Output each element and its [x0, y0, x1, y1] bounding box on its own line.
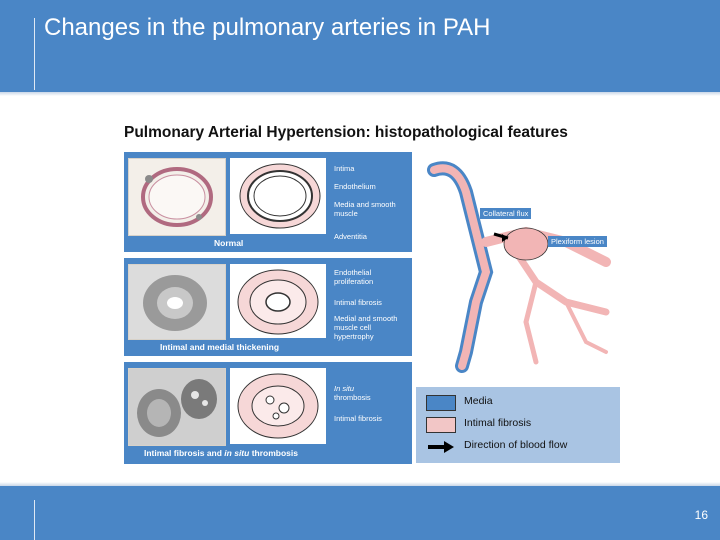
- label-collateral-flux: Collateral flux: [480, 208, 532, 219]
- legend-label-blood-flow: Direction of blood flow: [464, 439, 568, 451]
- thickening-photo: [128, 264, 226, 340]
- arrow-icon: [428, 441, 454, 453]
- footer-divider: [34, 500, 35, 540]
- annotation-intimal-fibrosis-2: Intimal fibrosis: [334, 414, 382, 423]
- slide-header: [0, 0, 720, 92]
- slide-footer: [0, 486, 720, 540]
- panel-label-thrombosis: Intimal fibrosis and in situ thrombosis: [144, 448, 298, 458]
- page-number: 16: [694, 508, 708, 522]
- legend-item-media: Media: [426, 393, 620, 411]
- annotation-intima: Intima: [334, 164, 355, 173]
- annotation-medial-hypertrophy: Medial and smooth muscle cell hypertroph…: [334, 314, 398, 341]
- panel-label-thickening: Intimal and medial thickening: [160, 342, 280, 352]
- figure-title: Pulmonary Arterial Hypertension: histopa…: [124, 124, 568, 141]
- normal-sketch: [230, 158, 326, 234]
- footer-shadow: [0, 482, 720, 486]
- legend-swatch-media: [426, 395, 456, 411]
- thrombosis-photo: [128, 368, 226, 446]
- annotation-endothelial-proliferation: Endothelial proliferation: [334, 268, 374, 286]
- thrombosis-sketch: [230, 368, 326, 444]
- panel-normal: Normal Intima Endothelium Media and smoo…: [124, 152, 412, 252]
- header-divider: [34, 18, 35, 90]
- normal-photo: [128, 158, 226, 236]
- header-shadow: [0, 92, 720, 96]
- panel-thickening: Intimal and medial thickening Endothelia…: [124, 258, 412, 356]
- thickening-sketch: [230, 264, 326, 338]
- annotation-endothelium: Endothelium: [334, 182, 376, 191]
- figure-legend: Media Intimal fibrosis Direction of bloo…: [416, 387, 620, 463]
- legend-item-blood-flow: Direction of blood flow: [426, 437, 620, 455]
- slide-title: Changes in the pulmonary arteries in PAH: [44, 14, 491, 41]
- panel-label-normal: Normal: [214, 238, 244, 248]
- artery-diagram: Collateral flux Plexiform lesion: [416, 152, 620, 384]
- legend-label-media: Media: [464, 395, 493, 407]
- panel-thrombosis: Intimal fibrosis and in situ thrombosis …: [124, 362, 412, 464]
- annotation-intimal-fibrosis: Intimal fibrosis: [334, 298, 382, 307]
- legend-label-intimal-fibrosis: Intimal fibrosis: [464, 417, 532, 429]
- annotation-adventitia: Adventitia: [334, 232, 367, 241]
- label-plexiform-lesion: Plexiform lesion: [548, 236, 607, 247]
- annotation-media: Media and smooth muscle: [334, 200, 396, 218]
- legend-swatch-intimal-fibrosis: [426, 417, 456, 433]
- legend-item-intimal-fibrosis: Intimal fibrosis: [426, 415, 620, 433]
